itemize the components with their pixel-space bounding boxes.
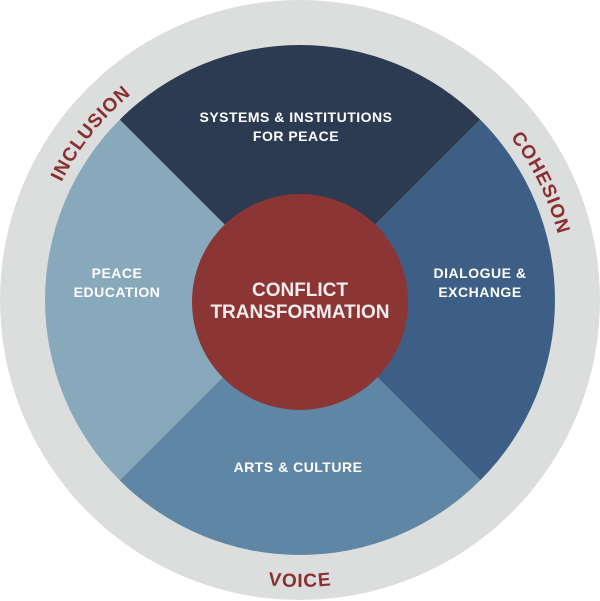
bottom-label: ARTS & CULTURE (234, 459, 363, 475)
left-label-line1: PEACE (92, 265, 143, 281)
quadrant-top (119, 45, 481, 301)
quadrant-right (300, 119, 555, 481)
center-circle (192, 194, 408, 410)
inner-disc (45, 45, 555, 555)
ring-label-voice: VOICE (268, 569, 332, 592)
top-label-line1: SYSTEMS & INSTITUTIONS (199, 109, 392, 125)
center-label-line2: TRANSFORMATION (210, 302, 389, 323)
right-label-line1: DIALOGUE & (434, 265, 527, 281)
right-label-line2: EXCHANGE (438, 284, 521, 300)
ring-label-voice-wrap: VOICE (268, 569, 333, 592)
quadrant-bottom (119, 300, 481, 555)
center-label-line1: CONFLICT (252, 280, 348, 301)
left-label-line2: EDUCATION (74, 284, 161, 300)
top-label-line2: FOR PEACE (253, 128, 339, 144)
quadrant-left (45, 119, 300, 481)
